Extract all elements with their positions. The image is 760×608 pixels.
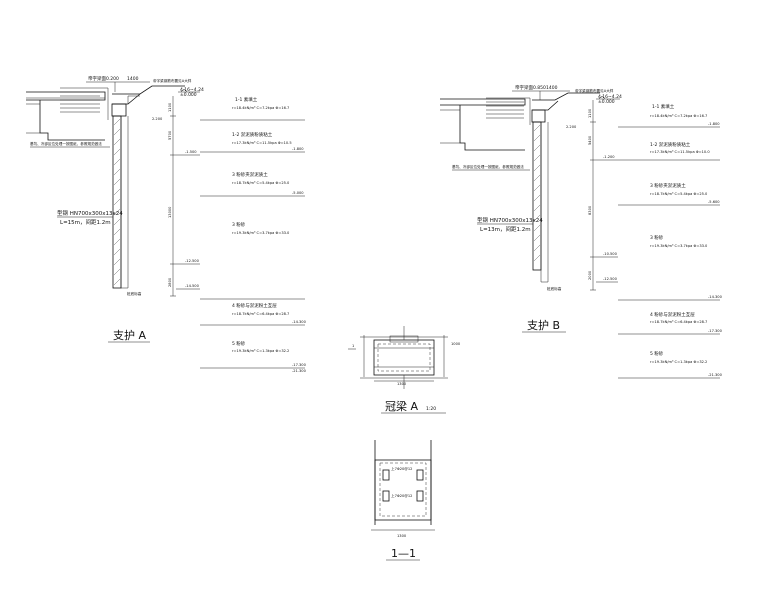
b-pile-len: L=13m，间距1.2m <box>480 225 531 233</box>
a-top-note-2: 1400 <box>127 76 139 82</box>
a-dim-1: 1100 <box>168 102 172 112</box>
section-11-title: 1—1 <box>391 547 416 560</box>
b-stratum-4-elev: -14.300 <box>708 295 723 299</box>
a-stratum-1-name: 1-1 素填土 <box>235 96 258 103</box>
a-stratum-5-elev: -14.300 <box>292 320 307 324</box>
b-level-3: -12.500 <box>603 277 618 281</box>
a-top-note-1: 帝字梁面0.200 <box>88 75 119 82</box>
a-slope-note: 2.200 <box>152 117 163 121</box>
a-stratum-5-name: 4 粉砂与淤泥粉土互层 <box>232 302 277 309</box>
b-top-elev: 4.16~4.24 <box>598 94 622 100</box>
b-stratum-4-param: r=19.3kN/m³ C=3.7kpa Φ=33.0 <box>650 244 708 248</box>
b-slope-note: 2.200 <box>566 125 577 129</box>
a-stratum-6-param: r=19.3kN/m³ C=1.3kpa Φ=32.2 <box>232 349 289 353</box>
b-stratum-3-name: 3 粉砂夹淤泥质土 <box>650 182 686 189</box>
b-level-2: -10.500 <box>603 252 618 256</box>
b-top-note-3: 帝字梁钢筋布置见A大样 <box>575 88 614 93</box>
section-11-bar-top: 上7Φ20@12 <box>391 466 412 471</box>
b-stratum-1-name: 1-1 素填土 <box>652 103 675 110</box>
section-a: 帝字梁面0.200 1400 帝字梁钢筋布置见A大样 2.200 4.16~4.… <box>26 75 307 373</box>
b-stratum-3-elev: -5.600 <box>708 200 720 204</box>
b-dim-2: 5400 <box>588 135 592 145</box>
b-dim-4: 2000 <box>588 270 592 280</box>
b-stratum-3-param: r=18.7kN/m³ C=5.4kpa Φ=25.0 <box>650 192 708 196</box>
b-top-note-2: 1400 <box>546 85 558 91</box>
a-stratum-4-name: 3 粉砂 <box>232 221 246 228</box>
b-level-1: -1.200 <box>603 155 615 159</box>
beam-dim-h: 1000 <box>451 342 461 346</box>
b-top-elev-2: ±0.000 <box>598 99 615 105</box>
section-11-dim-w: 1300 <box>397 534 407 538</box>
beam-scale: 1:20 <box>426 406 436 412</box>
a-level-3: -14.500 <box>185 284 200 288</box>
a-stratum-5-param: r=18.7kN/m³ C=6.4kpa Φ=28.7 <box>232 312 289 316</box>
a-level-1: -1.500 <box>185 150 197 154</box>
b-stratum-6-param: r=19.3kN/m³ C=1.3kpa Φ=32.2 <box>650 360 707 364</box>
a-stratum-3-name: 3 粉砂夹淤泥质土 <box>232 171 268 178</box>
b-stratum-2-param: r=17.3kN/m³ C=11.5kpa Φ=10.0 <box>650 150 710 154</box>
a-title: 支护 A <box>113 328 146 342</box>
a-level-2: -12.500 <box>185 259 200 263</box>
a-stratum-6-elev: -17.300 <box>292 363 307 367</box>
a-dim-3: 13000 <box>168 206 172 218</box>
b-pile-note: 型钢 HN700x300x13x24 <box>477 216 543 224</box>
a-pile-note: 型钢 HN700x300x13x24 <box>57 209 123 217</box>
b-stratum-4-name: 3 粉砂 <box>650 234 664 241</box>
b-top-note-1: 帝字梁面0.850 <box>515 84 546 91</box>
b-stratum-1-param: r=18.4kN/m³ C=7.2kpa Φ=16.7 <box>650 114 707 118</box>
b-stratum-5-name: 4 粉砂与淤泥粉土互层 <box>650 311 695 318</box>
a-top-elev: 4.16~4.24 <box>180 87 204 93</box>
b-dim-1: 1100 <box>588 108 592 118</box>
a-dim-2: 5700 <box>168 130 172 140</box>
b-stratum-2-name: 1-2 淤泥质粉质粘土 <box>650 141 691 148</box>
a-stratum-2-name: 1-2 淤泥质粉质粘土 <box>232 131 273 138</box>
b-stratum-5-param: r=18.7kN/m³ C=6.4kpa Φ=28.7 <box>650 320 707 324</box>
b-left-note: 基坑、冷卻区位处理一按图纸、参照规范做法 <box>452 164 524 169</box>
a-pile-bottom-note: 桩底标高 <box>127 291 142 296</box>
section-1-1: 上7Φ20@12 上7Φ20@12 1300 1—1 <box>371 440 435 561</box>
a-dim-4: 2800 <box>168 277 172 287</box>
beam-detail-a: 1 1000 1300 冠梁 A 1:20 <box>348 326 461 414</box>
a-pile-len: L=15m，间距1.2m <box>60 218 111 226</box>
b-stratum-1-elev: -1.800 <box>708 122 720 126</box>
a-top-elev-2: ±0.000 <box>180 92 197 98</box>
beam-title: 冠梁 A <box>385 399 418 413</box>
beam-mark-left: 1 <box>352 344 354 348</box>
a-stratum-4-param: r=19.3kN/m³ C=3.7kpa Φ=33.0 <box>232 231 290 235</box>
b-pile-bottom-note: 桩底标高 <box>547 286 562 291</box>
a-stratum-6-name: 5 粉砂 <box>232 340 246 347</box>
a-stratum-3-elev: -5.000 <box>292 191 304 195</box>
a-top-note-3: 帝字梁钢筋布置见A大样 <box>153 78 192 83</box>
b-stratum-5-elev: -17.300 <box>708 329 723 333</box>
b-stratum-6-name: 5 粉砂 <box>650 350 664 357</box>
a-stratum-3-param: r=18.7kN/m³ C=5.4kpa Φ=25.0 <box>232 181 290 185</box>
a-stratum-1-param: r=18.4kN/m³ C=7.2kpa Φ=16.7 <box>232 106 289 110</box>
a-stratum-2-param: r=17.3kN/m³ C=11.5kpa Φ=10.5 <box>232 141 292 145</box>
b-dim-3: 8300 <box>588 205 592 215</box>
beam-dim-w: 1300 <box>397 382 407 386</box>
b-stratum-6-elev: -21.300 <box>708 373 723 377</box>
a-bottom-elev: -21.300 <box>292 369 307 373</box>
a-left-note: 基坑、冷卻区位处理一按图纸、参照规范做法 <box>30 141 102 146</box>
section-b: 帝字梁面0.850 1400 帝字梁钢筋布置见A大样 2.200 4.16~4.… <box>440 84 723 379</box>
b-title: 支护 B <box>527 318 560 332</box>
a-stratum-2-elev: -1.800 <box>292 147 304 151</box>
section-11-bar-bot: 上7Φ20@12 <box>391 493 412 498</box>
